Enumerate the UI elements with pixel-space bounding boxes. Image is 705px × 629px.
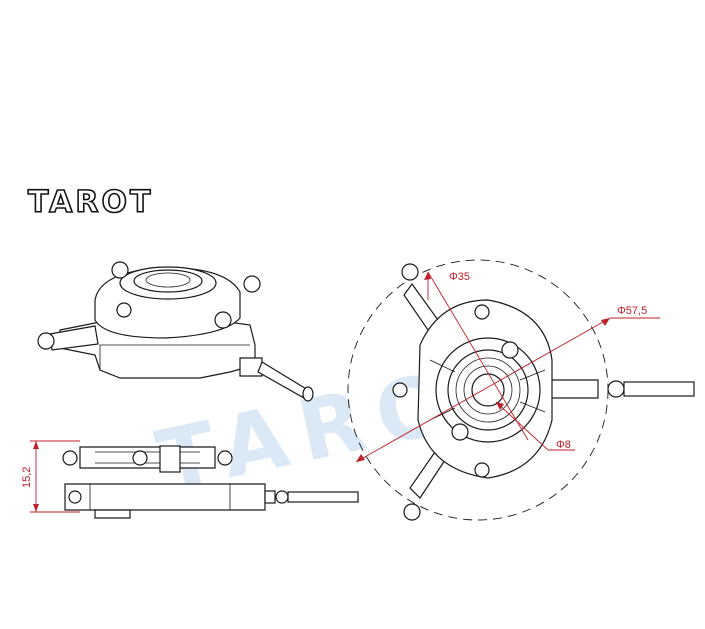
isometric-view [37,261,314,402]
side-view [30,440,359,519]
dimension-outer-diameter: Φ57,5 [617,305,647,317]
top-view [347,259,695,521]
brand-logo: TAROT [28,185,153,220]
dimension-shaft-diameter: Φ8 [556,439,571,451]
dimension-side-height: 15,2 [21,467,33,488]
dimension-inner-diameter: Φ35 [449,271,470,283]
